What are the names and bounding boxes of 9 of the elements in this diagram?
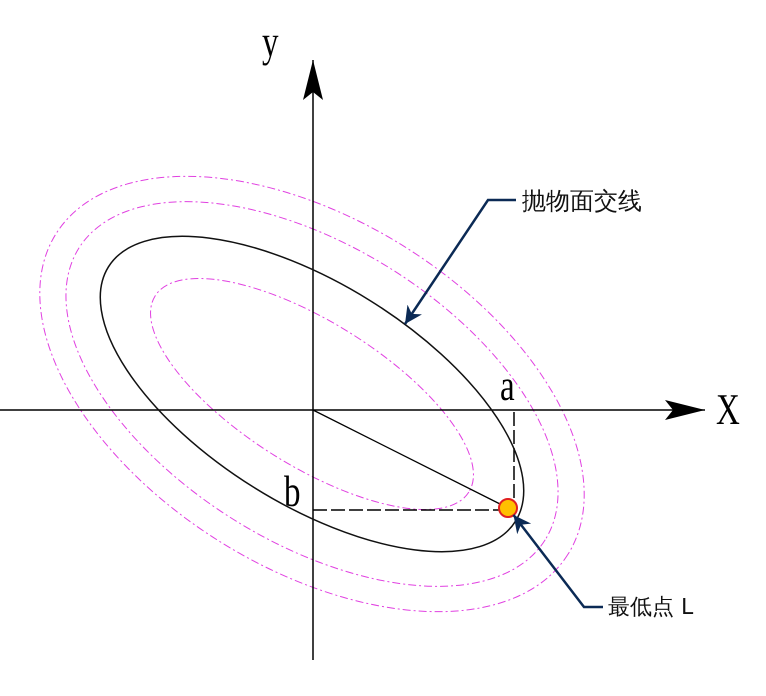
ellipse-curve <box>100 236 524 552</box>
leader-line <box>404 198 516 325</box>
callout-text: 最低点 L <box>608 592 694 622</box>
callout-text: 抛物面交线 <box>522 185 642 217</box>
point-label: b <box>284 470 300 514</box>
point-label: a <box>500 364 515 408</box>
axis-label: X <box>716 388 740 432</box>
leader-line <box>512 514 603 608</box>
axis-label: y <box>262 20 278 64</box>
